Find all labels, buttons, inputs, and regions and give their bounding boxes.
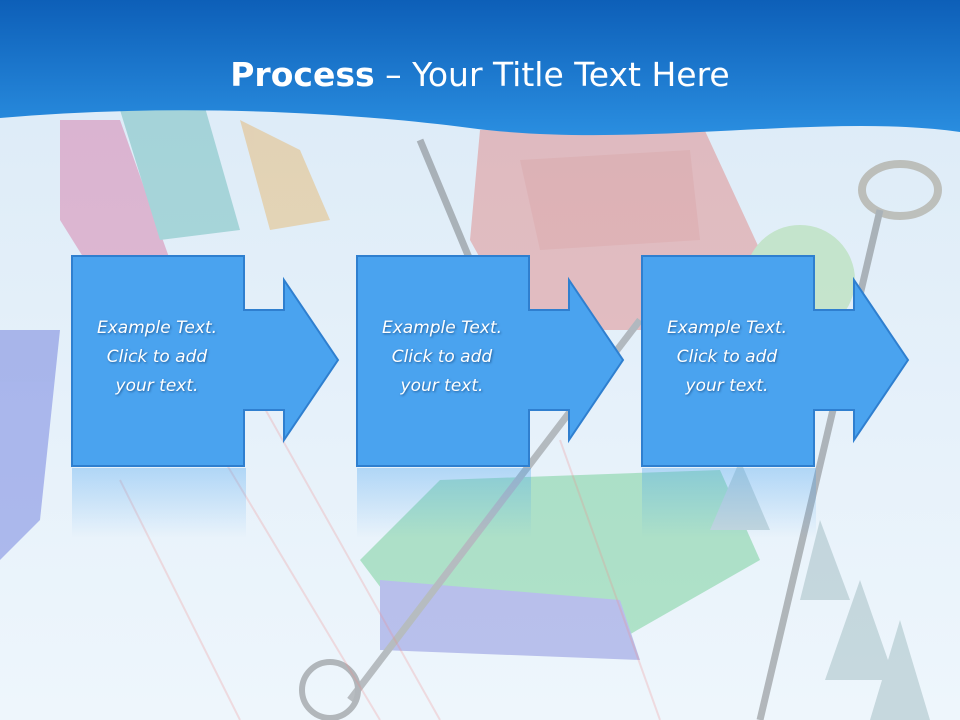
arrow-shape	[356, 255, 625, 467]
step-text-line-3: your text.	[400, 376, 484, 396]
slide-title[interactable]: Process – Your Title Text Here	[0, 52, 960, 98]
step-text-line-1: Example Text.	[381, 318, 503, 338]
step-text-line-3: your text.	[685, 376, 769, 396]
arrow-shape	[71, 255, 340, 467]
step-3-reflection	[642, 468, 816, 538]
process-step-1[interactable]: Example Text. Click to add your text.	[71, 255, 340, 467]
step-text-line-2: Click to add	[676, 347, 778, 367]
step-text-line-2: Click to add	[391, 347, 493, 367]
step-text-line-1: Example Text.	[96, 318, 218, 338]
step-text-line-3: your text.	[115, 376, 199, 396]
slide-title-rest: – Your Title Text Here	[374, 55, 730, 94]
arrow-shape	[641, 255, 910, 467]
step-text: Example Text. Click to add your text.	[361, 314, 523, 401]
slide-title-bold: Process	[230, 55, 375, 94]
step-2-reflection	[357, 468, 531, 538]
step-text: Example Text. Click to add your text.	[76, 314, 238, 401]
step-text: Example Text. Click to add your text.	[646, 314, 808, 401]
step-1-reflection	[72, 468, 246, 538]
process-step-3[interactable]: Example Text. Click to add your text.	[641, 255, 910, 467]
step-text-line-2: Click to add	[106, 347, 208, 367]
process-step-2[interactable]: Example Text. Click to add your text.	[356, 255, 625, 467]
step-text-line-1: Example Text.	[666, 318, 788, 338]
